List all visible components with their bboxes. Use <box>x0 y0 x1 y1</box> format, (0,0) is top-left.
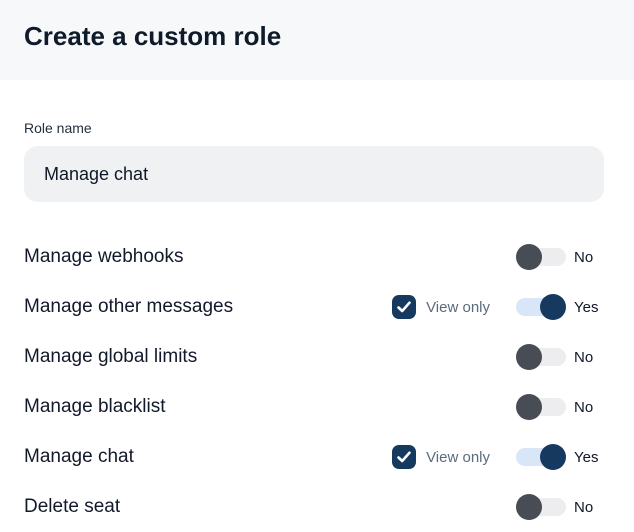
view-only-checkbox[interactable] <box>392 295 417 319</box>
toggle-state-label: No <box>574 398 594 416</box>
toggle-state-label: No <box>574 248 594 266</box>
toggle-group: Yes <box>516 294 604 320</box>
role-name-label: Role name <box>24 120 92 136</box>
view-only-checkbox[interactable] <box>392 445 417 469</box>
toggle-group: No <box>516 344 604 370</box>
view-only-label: View only <box>426 448 490 466</box>
permission-label: Manage webhooks <box>24 246 184 267</box>
permission-label: Manage global limits <box>24 346 198 367</box>
permission-row: Manage blacklist No <box>24 382 604 432</box>
role-name-input[interactable] <box>24 146 604 202</box>
permission-row: Manage other messages View only Yes <box>24 282 604 332</box>
view-only-group: View only <box>392 445 490 469</box>
permission-toggle[interactable] <box>516 294 566 320</box>
permission-toggle[interactable] <box>516 344 566 370</box>
page-title: Create a custom role <box>24 21 282 51</box>
permission-label: Manage other messages <box>24 296 234 317</box>
permission-toggle[interactable] <box>516 244 566 270</box>
permissions-list: Manage webhooks No Manage other messages… <box>24 232 604 532</box>
dialog-content: Role name Manage webhooks No Manage othe… <box>0 120 634 532</box>
check-icon <box>397 451 411 463</box>
permission-row: Manage chat View only Yes <box>24 432 604 482</box>
toggle-group: No <box>516 494 604 520</box>
permission-toggle[interactable] <box>516 394 566 420</box>
toggle-knob <box>516 394 542 420</box>
permission-row: Delete seat No <box>24 482 604 532</box>
permission-row: Manage global limits No <box>24 332 604 382</box>
toggle-state-label: Yes <box>574 448 599 466</box>
permission-label: Delete seat <box>24 496 121 517</box>
toggle-group: No <box>516 394 604 420</box>
permission-label: Manage blacklist <box>24 396 166 417</box>
toggle-state-label: No <box>574 498 594 516</box>
toggle-state-label: Yes <box>574 298 599 316</box>
permission-row: Manage webhooks No <box>24 232 604 282</box>
view-only-group: View only <box>392 295 490 319</box>
toggle-knob <box>516 244 542 270</box>
toggle-knob <box>540 294 566 320</box>
permission-toggle[interactable] <box>516 494 566 520</box>
toggle-state-label: No <box>574 348 594 366</box>
permission-label: Manage chat <box>24 446 134 467</box>
toggle-knob <box>516 494 542 520</box>
check-icon <box>397 301 411 313</box>
toggle-group: Yes <box>516 444 604 470</box>
toggle-knob <box>540 444 566 470</box>
toggle-group: No <box>516 244 604 270</box>
view-only-label: View only <box>426 298 490 316</box>
dialog-header: Create a custom role <box>0 0 634 80</box>
permission-toggle[interactable] <box>516 444 566 470</box>
toggle-knob <box>516 344 542 370</box>
